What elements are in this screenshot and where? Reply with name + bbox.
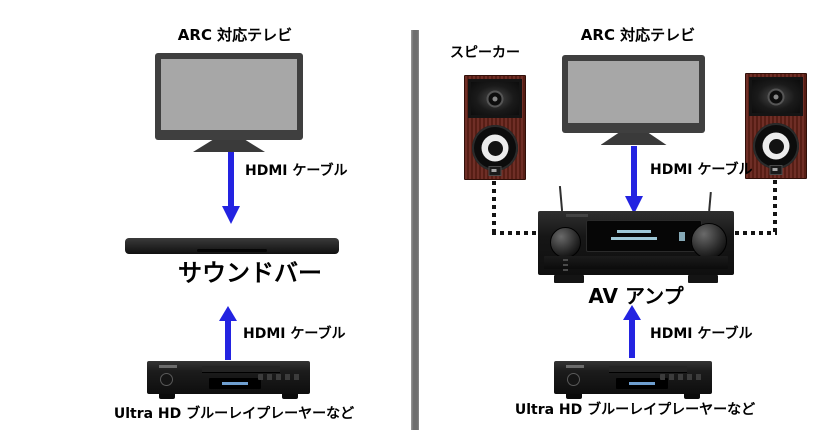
speaker-tweeter-panel — [468, 79, 522, 118]
player-buttons — [660, 374, 704, 380]
woofer-icon — [753, 123, 799, 169]
arrow-shaft — [631, 146, 637, 200]
player-logo — [159, 365, 177, 368]
amp-foot — [554, 275, 584, 283]
woofer-dust-cap — [768, 138, 784, 154]
amp-brand-logo — [566, 214, 588, 217]
disc-tray — [202, 366, 280, 373]
amp-knob — [550, 227, 581, 258]
player-foot — [282, 394, 298, 399]
power-button-icon — [567, 373, 580, 386]
tv-screen — [568, 61, 699, 123]
hdmi-cable-label: HDMI ケーブル — [650, 326, 753, 342]
speaker-logo-badge — [488, 166, 502, 176]
antenna-icon — [558, 185, 564, 212]
player-caption: Ultra HD ブルーレイプレーヤーなど — [514, 402, 756, 418]
player-foot — [159, 394, 175, 399]
disc-tray — [609, 366, 687, 373]
arc-tv-label: ARC 対応テレビ — [580, 26, 696, 44]
antenna-icon — [708, 191, 712, 212]
speaker-tweeter-panel — [749, 77, 803, 116]
bluray-player-icon — [554, 361, 712, 399]
arrow-up-icon — [622, 305, 642, 358]
player-display — [616, 378, 668, 389]
av-amp-icon — [538, 185, 734, 283]
arc-tv-label: ARC 対応テレビ — [177, 26, 293, 44]
player-display — [209, 378, 261, 389]
speaker-icon — [464, 75, 526, 180]
woofer-cone — [481, 134, 509, 162]
woofer-icon — [472, 125, 518, 171]
amp-buttons — [563, 259, 568, 271]
bluray-player-icon — [147, 361, 310, 399]
dotted-cable-line — [492, 231, 540, 235]
amp-front-strip — [544, 256, 728, 269]
amp-display-speaker-icon — [679, 232, 685, 241]
divider — [411, 30, 419, 430]
amp-foot — [688, 275, 718, 283]
speaker-logo-badge — [769, 165, 783, 175]
player-caption: Ultra HD ブルーレイプレーヤーなど — [113, 406, 355, 422]
arrow-shaft — [225, 319, 231, 360]
tv-icon — [562, 55, 705, 145]
tv-icon — [155, 53, 303, 152]
tweeter-horn — [471, 82, 519, 115]
dotted-cable-line — [773, 180, 777, 233]
woofer-dust-cap — [487, 140, 503, 156]
power-button-icon — [160, 373, 173, 386]
tv-screen — [161, 59, 297, 130]
player-foot — [566, 394, 582, 399]
player-logo — [566, 365, 584, 368]
dotted-cable-line — [727, 231, 777, 235]
soundbar-label: サウンドバー — [178, 259, 322, 287]
soundbar-icon — [125, 238, 339, 254]
arrow-head — [222, 206, 240, 224]
player-buttons — [258, 374, 302, 380]
tweeter-horn — [752, 80, 800, 113]
arrow-head — [625, 196, 643, 214]
tv-stand — [600, 133, 667, 145]
tv-stand — [193, 140, 265, 152]
arrow-head — [219, 306, 237, 321]
amp-knob — [691, 223, 727, 259]
hdmi-cable-label: HDMI ケーブル — [243, 326, 346, 342]
arrow-shaft — [629, 318, 635, 358]
arrow-up-icon — [218, 306, 238, 360]
amp-display — [586, 220, 702, 252]
arrow-shaft — [228, 152, 234, 210]
tweeter-icon — [486, 90, 504, 107]
speaker-label: スピーカー — [450, 45, 520, 61]
arrow-head — [623, 305, 641, 320]
speaker-icon — [745, 73, 807, 179]
player-foot — [684, 394, 700, 399]
tweeter-icon — [767, 88, 785, 105]
hdmi-cable-label: HDMI ケーブル — [245, 163, 348, 179]
arrow-down-icon — [624, 146, 644, 214]
dotted-cable-line — [492, 181, 496, 233]
amp-label: AV アンプ — [588, 284, 684, 308]
hdmi-cable-label: HDMI ケーブル — [650, 162, 753, 178]
woofer-cone — [762, 132, 790, 160]
arrow-down-icon — [221, 152, 241, 224]
